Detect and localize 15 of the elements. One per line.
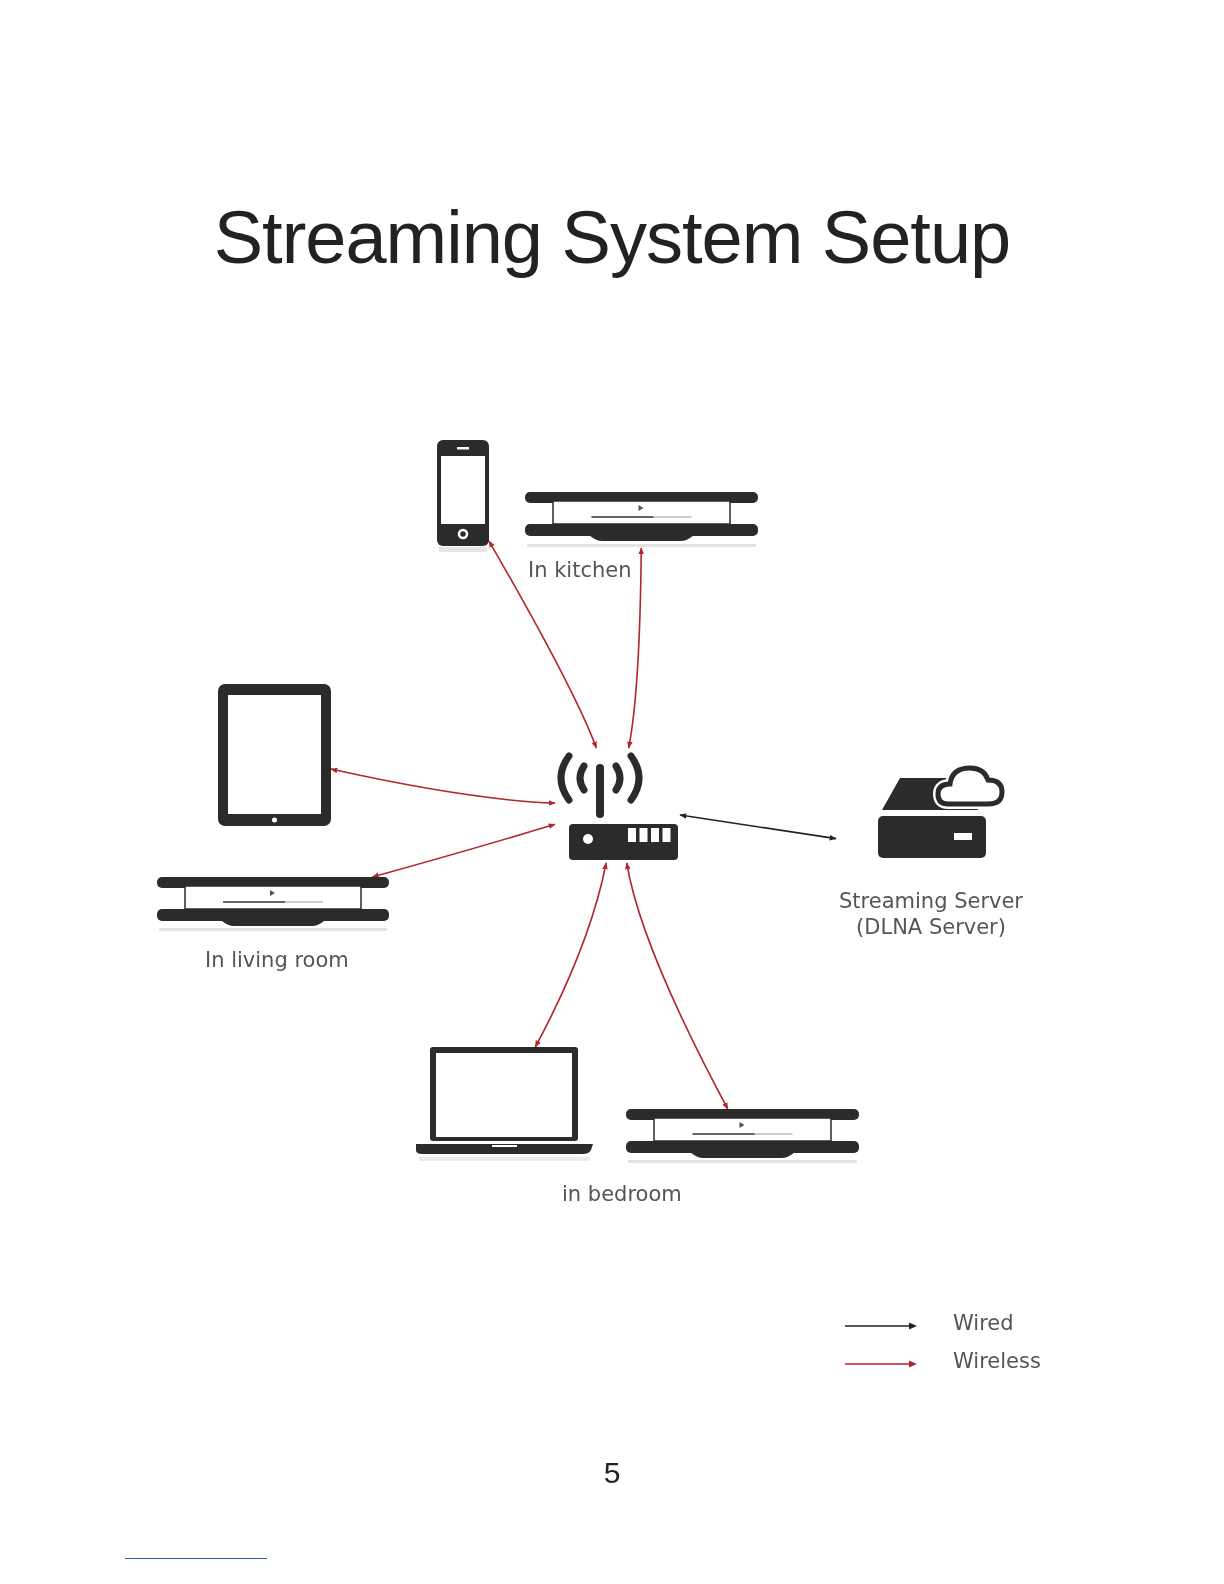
room-caption: In living room xyxy=(205,948,349,972)
arrow xyxy=(330,767,556,806)
legend-label: Wired xyxy=(953,1311,1014,1335)
arrow xyxy=(534,862,608,1048)
room-caption: in bedroom xyxy=(562,1182,682,1206)
server-caption: Streaming Server (DLNA Server) xyxy=(838,888,1024,940)
room-caption: In kitchen xyxy=(528,558,632,582)
page-number: 5 xyxy=(602,1456,622,1490)
arrow xyxy=(627,547,644,749)
arrow xyxy=(488,540,598,749)
arrow xyxy=(625,862,729,1110)
arrow xyxy=(679,813,837,841)
page-title: Streaming System Setup xyxy=(212,195,1012,280)
legend-label: Wireless xyxy=(953,1349,1041,1373)
arrow xyxy=(371,823,556,878)
